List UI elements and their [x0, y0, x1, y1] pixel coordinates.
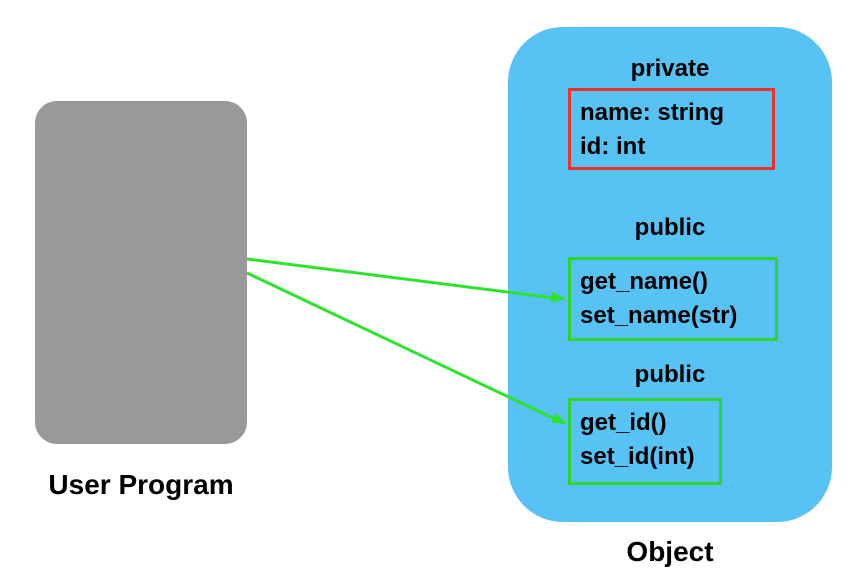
member-line-name: name: string [580, 99, 725, 126]
object-label: Object [626, 536, 714, 567]
user-program-box [35, 101, 247, 444]
user-program-label: User Program [48, 469, 234, 500]
private-access-label: private [630, 55, 710, 82]
object-box: private name: string id: int public get_… [508, 27, 832, 522]
member-line-get-id: get_id() [580, 409, 667, 436]
private-members-box: name: string id: int [568, 88, 775, 170]
member-line-id: id: int [580, 133, 646, 160]
member-line-get-name: get_name() [580, 268, 709, 295]
public-name-methods-box: get_name() set_name(str) [568, 257, 778, 341]
public-access-label-1: public [634, 214, 706, 241]
member-line-set-name: set_name(str) [580, 302, 738, 329]
member-line-set-id: set_id(int) [580, 443, 695, 470]
public-id-methods-box: get_id() set_id(int) [568, 398, 722, 485]
public-access-label-2: public [634, 361, 706, 388]
